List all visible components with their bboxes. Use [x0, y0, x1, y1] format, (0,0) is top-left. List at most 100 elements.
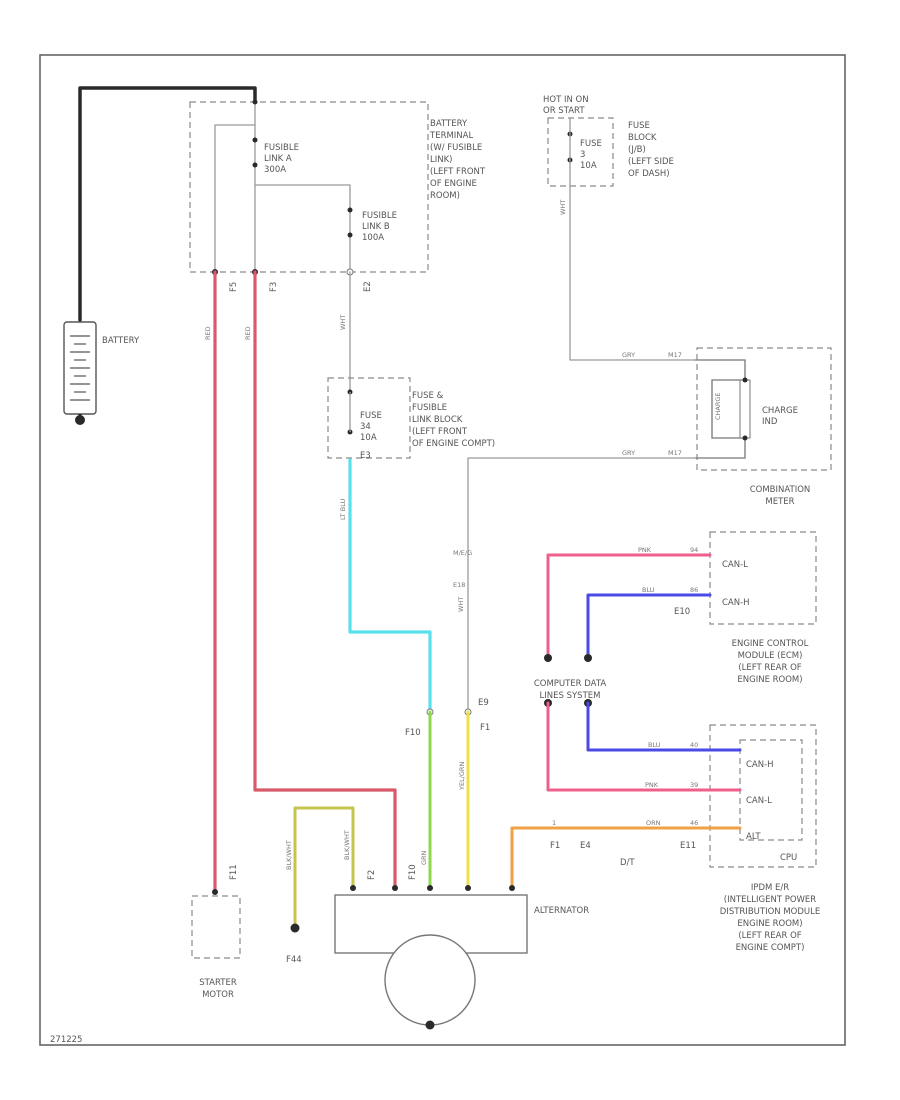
svg-text:GRY: GRY [622, 351, 635, 359]
diagram-frame [39, 54, 846, 1046]
connector-dt: D/T [620, 858, 635, 868]
svg-text:BLU: BLU [642, 586, 655, 594]
ipdm-er: CAN-H CAN-L ALT CPU IPDM E/R (INTELLIGEN… [709, 724, 820, 953]
fuse-34-label: FUSE [360, 411, 382, 421]
connector-f3: F3 [269, 282, 279, 292]
svg-text:OF ENGINE COMPT): OF ENGINE COMPT) [412, 439, 495, 449]
connector-e11: E11 [680, 841, 696, 851]
figure-id: 271225 [50, 1035, 82, 1045]
fuse-fusible-link-block: FUSE 34 10A FUSE & FUSIBLE LINK BLOCK (L… [327, 377, 495, 461]
svg-text:34: 34 [360, 422, 371, 432]
svg-text:3: 3 [580, 150, 585, 160]
battery-label: BATTERY [102, 336, 140, 346]
gray-wire-charge-signal [467, 457, 696, 713]
connector-f1: F1 [550, 841, 560, 851]
engine-control-module: CAN-L CAN-H ENGINE CONTROL MODULE (ECM) … [709, 531, 817, 685]
combination-meter-outline [696, 347, 832, 471]
ipdm-can-h-label: CAN-H [746, 760, 774, 770]
connector-e9: E9 [478, 698, 489, 708]
blu-wire-ecm [586, 593, 712, 658]
svg-text:MOTOR: MOTOR [202, 990, 234, 1000]
svg-text:(LEFT FRONT: (LEFT FRONT [430, 167, 486, 177]
svg-text:MODULE (ECM): MODULE (ECM) [738, 651, 803, 661]
svg-text:BLK/WHT: BLK/WHT [285, 840, 293, 870]
svg-text:ENGINE ROOM): ENGINE ROOM) [737, 675, 802, 685]
ground-f44-label: F44 [286, 955, 302, 965]
battery-group: BATTERY [63, 86, 257, 425]
svg-text:BLU: BLU [648, 741, 661, 749]
svg-text:LINK A: LINK A [264, 154, 292, 164]
svg-text:(LEFT REAR OF: (LEFT REAR OF [738, 931, 801, 941]
connector-f2: F2 [367, 870, 377, 880]
battery-ground-icon [75, 415, 85, 425]
orn-wire-alt-signal [510, 826, 742, 890]
ecm-label: ENGINE CONTROL [732, 639, 809, 649]
svg-text:BLK/WHT: BLK/WHT [343, 830, 351, 860]
svg-text:LINK B: LINK B [362, 222, 390, 232]
svg-text:RED: RED [244, 326, 252, 340]
svg-text:10A: 10A [360, 433, 377, 443]
svg-text:FUSE &: FUSE & [412, 391, 444, 401]
svg-text:RED: RED [204, 326, 212, 340]
svg-text:100A: 100A [362, 233, 384, 243]
ecm-outline [709, 531, 817, 625]
connector-e3: E3 [360, 451, 371, 461]
ecm-can-l-label: CAN-L [722, 560, 748, 570]
svg-text:CHARGE: CHARGE [714, 392, 722, 420]
svg-text:LINES SYSTEM: LINES SYSTEM [540, 691, 601, 701]
battery-terminal-outline [189, 101, 429, 273]
starter-motor-label: STARTER [199, 978, 237, 988]
starter-motor-outline [191, 895, 241, 959]
svg-text:(INTELLIGENT POWER: (INTELLIGENT POWER [724, 895, 817, 905]
svg-text:39: 39 [690, 781, 698, 789]
svg-text:(LEFT SIDE: (LEFT SIDE [628, 157, 674, 167]
svg-text:PNK: PNK [645, 781, 659, 789]
connector-e4: E4 [580, 841, 591, 851]
svg-text:PNK: PNK [638, 546, 652, 554]
connector-e10: E10 [674, 607, 690, 617]
blu-wire-ipdm [586, 701, 742, 752]
svg-text:BATTERY: BATTERY [430, 119, 468, 129]
svg-text:F1: F1 [480, 723, 490, 733]
ipdm-alt-label: ALT [746, 832, 761, 842]
starter-motor: F11 STARTER MOTOR [191, 864, 241, 1000]
svg-text:OF ENGINE: OF ENGINE [430, 179, 477, 189]
hot-in-start-label: HOT IN ON [543, 95, 589, 105]
svg-text:OF DASH): OF DASH) [628, 169, 670, 179]
svg-text:ENGINE ROOM): ENGINE ROOM) [737, 919, 802, 929]
computer-data-lines-label: COMPUTER DATA [534, 679, 607, 689]
svg-text:YEL/GRN: YEL/GRN [458, 762, 466, 791]
ground-icon [290, 923, 300, 933]
connector-f11: F11 [229, 864, 239, 880]
svg-text:1: 1 [552, 819, 556, 827]
svg-text:TERMINAL: TERMINAL [429, 131, 473, 141]
svg-text:(J/B): (J/B) [628, 145, 646, 155]
connector-e2: E2 [363, 281, 373, 292]
ipdm-cpu-outline [739, 739, 803, 841]
fusible-link-a-label: FUSIBLE [264, 143, 299, 153]
svg-text:GRY: GRY [622, 449, 635, 457]
connector-f5: F5 [229, 282, 239, 292]
ipdm-can-l-label: CAN-L [746, 796, 772, 806]
fusible-link-b-icon [347, 207, 353, 238]
svg-text:40: 40 [690, 741, 698, 749]
connector-meg: M/E/G [453, 549, 472, 557]
ipdm-cpu-label: CPU [780, 853, 797, 863]
svg-text:(W/ FUSIBLE: (W/ FUSIBLE [430, 143, 482, 153]
fusible-link-a-icon [252, 99, 258, 168]
svg-text:FUSIBLE: FUSIBLE [412, 403, 447, 413]
svg-text:F10: F10 [408, 864, 418, 880]
fusible-link-b-label: FUSIBLE [362, 211, 397, 221]
combination-meter-label: COMBINATION [750, 485, 811, 495]
svg-text:ORN: ORN [646, 819, 661, 827]
blk-wht-ground-wire [293, 806, 355, 927]
svg-text:WHT: WHT [559, 200, 567, 215]
svg-text:300A: 300A [264, 165, 286, 175]
svg-text:ROOM): ROOM) [430, 191, 460, 201]
svg-text:DISTRIBUTION MODULE: DISTRIBUTION MODULE [720, 907, 820, 917]
fuse-block-engine-outline [327, 377, 411, 459]
fuse-block-jb-outline [547, 117, 614, 187]
svg-text:94: 94 [690, 546, 698, 554]
pnk-wire-ecm [546, 553, 712, 658]
